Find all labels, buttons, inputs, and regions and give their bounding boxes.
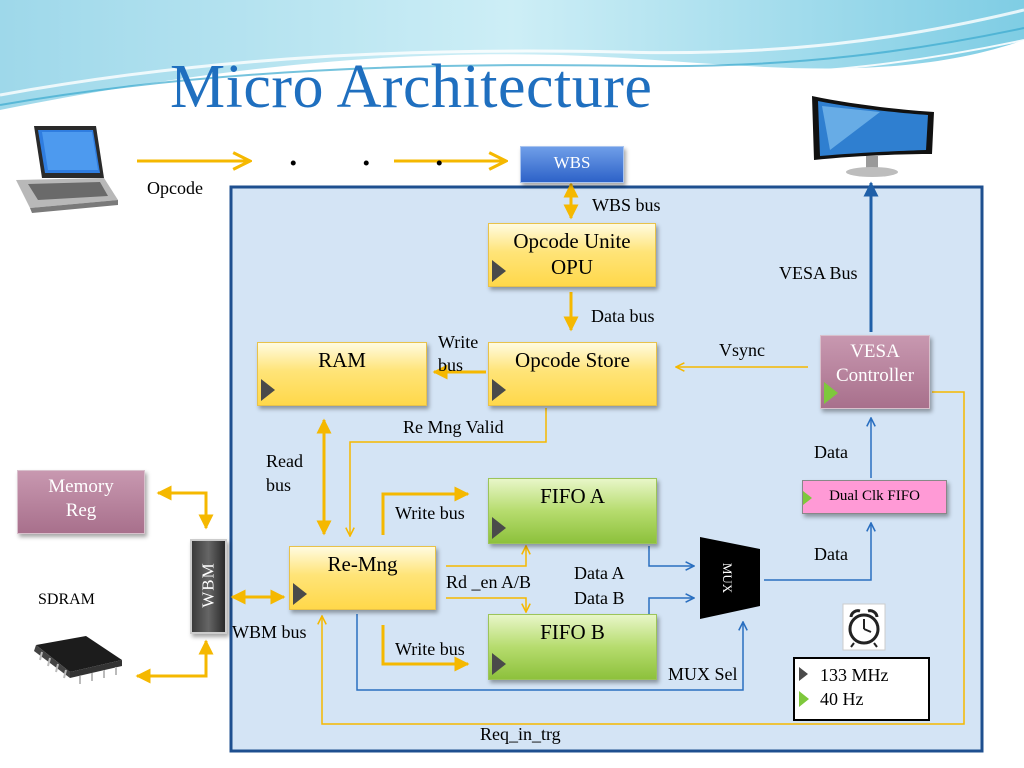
label-data-a: Data A [574, 563, 625, 583]
vesa-controller-label: VESA Controller [835, 341, 915, 386]
dual-clk-fifo-label: Dual Clk FIFO [829, 488, 920, 504]
header-wave [0, 0, 1024, 113]
opu-block: Opcode Unite OPU [488, 223, 656, 287]
label-read-bus-2: bus [266, 475, 292, 495]
label-rd-en: Rd _en A/B [446, 572, 532, 592]
fifo-a-block: FIFO A [488, 478, 657, 544]
vesa-controller-block: VESA Controller [820, 335, 930, 409]
thin-yellow-connectors [322, 367, 965, 725]
play-marker-icon [293, 583, 307, 605]
memory-reg-block: Memory Reg [17, 470, 145, 534]
label-re-mng-valid: Re Mng Valid [403, 417, 504, 437]
label-write-bus-a: Write bus [395, 503, 465, 523]
label-vesa-bus: VESA Bus [779, 263, 858, 283]
dual-clk-fifo-block: Dual Clk FIFO [802, 480, 947, 514]
ram-label: RAM [318, 348, 366, 372]
wbm-block: WBM [190, 539, 227, 634]
clock-frequency-box: 133 MHz 40 Hz [793, 657, 930, 721]
label-write-bus-top-2: bus [438, 355, 464, 375]
play-marker-icon [492, 260, 506, 282]
play-marker-icon [799, 691, 809, 707]
play-marker-icon [799, 667, 808, 681]
play-marker-icon [803, 491, 812, 505]
re-mng-block: Re-Mng [289, 546, 436, 610]
label-mux-sel: MUX Sel [668, 664, 738, 684]
play-marker-icon [492, 653, 506, 675]
label-wbs-bus: WBS bus [592, 195, 661, 215]
mux-label: MUX [720, 563, 735, 594]
wbs-block: WBS [520, 146, 624, 183]
ram-block: RAM [257, 342, 427, 406]
sdram-chip-icon [34, 636, 122, 684]
freq-133mhz: 133 MHz [820, 665, 889, 685]
play-marker-icon [492, 517, 506, 539]
yellow-connectors [135, 161, 579, 684]
re-mng-label: Re-Mng [327, 552, 398, 576]
fifo-b-label: FIFO B [540, 620, 605, 644]
label-opcode: Opcode [147, 178, 203, 198]
opcode-store-label: Opcode Store [515, 348, 630, 372]
memory-reg-label: Memory Reg [48, 476, 114, 521]
opcode-store-block: Opcode Store [488, 342, 657, 406]
label-write-bus-b: Write bus [395, 639, 465, 659]
label-data-lower: Data [814, 544, 848, 564]
laptop-icon [16, 126, 118, 213]
play-marker-icon [261, 379, 275, 401]
label-read-bus: Read [266, 451, 303, 471]
label-write-bus-top: Write [438, 332, 479, 352]
alarm-clock-icon [842, 603, 886, 651]
opu-label: Opcode Unite OPU [513, 229, 631, 279]
label-wbm-bus: WBM bus [232, 622, 307, 642]
mux-shape [700, 537, 760, 619]
wbm-label: WBM [198, 562, 218, 608]
label-data-bus: Data bus [591, 306, 655, 326]
freq-40hz: 40 Hz [820, 689, 864, 709]
label-vsync: Vsync [719, 340, 765, 360]
fifo-a-label: FIFO A [540, 484, 605, 508]
ellipsis: . . . [288, 129, 471, 175]
label-req-in-trg: Req_in_trg [480, 724, 561, 744]
label-data-b: Data B [574, 588, 625, 608]
page-title: Micro Architecture [170, 53, 653, 121]
monitor-icon [812, 96, 934, 177]
fifo-b-block: FIFO B [488, 614, 657, 680]
label-sdram: SDRAM [38, 591, 95, 608]
play-marker-icon [492, 379, 506, 401]
blue-connectors [356, 181, 879, 691]
label-data-upper: Data [814, 442, 848, 462]
play-marker-icon [824, 382, 838, 404]
